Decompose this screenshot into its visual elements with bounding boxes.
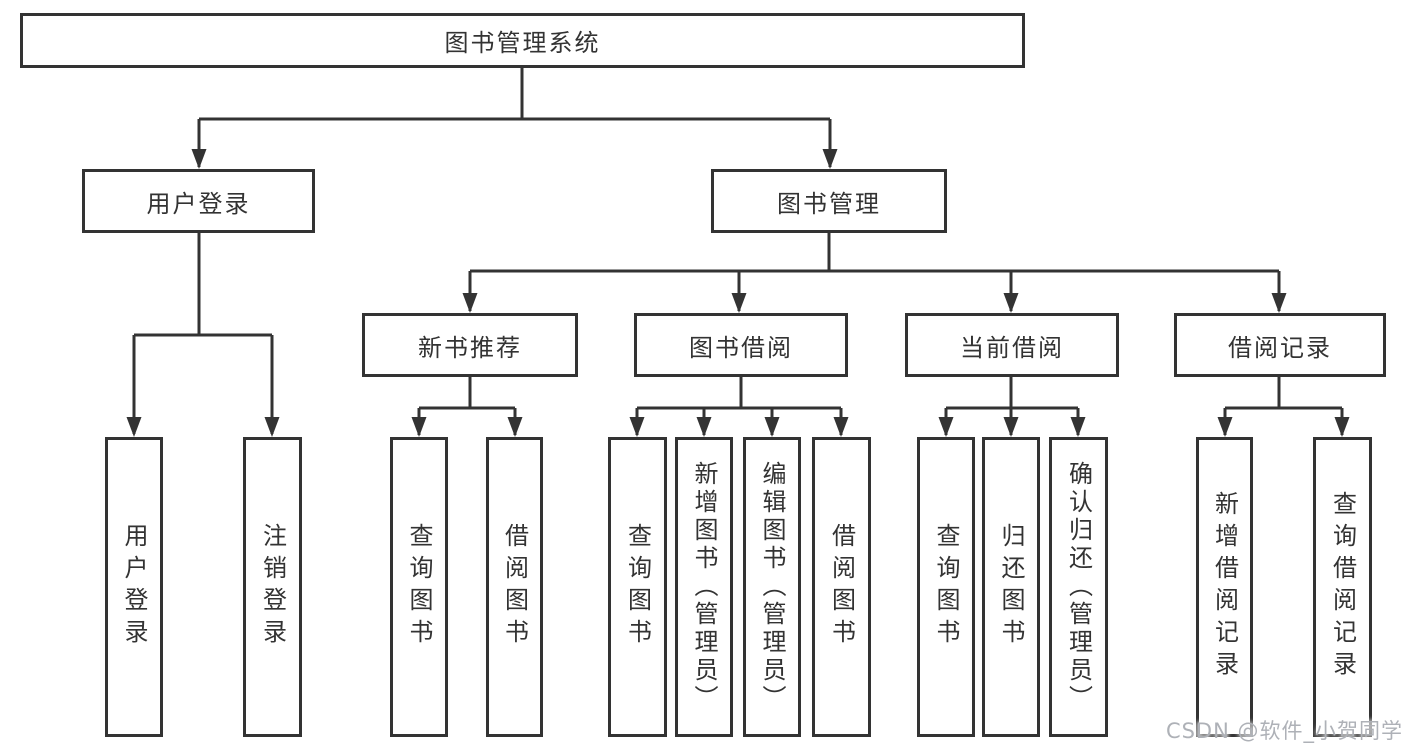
node-book-management: 图书管理	[711, 169, 947, 233]
node-label: 查询图书	[623, 523, 652, 651]
node-cb-return-books: 归还图书	[982, 437, 1040, 737]
node-bb-borrow-books: 借阅图书	[812, 437, 871, 737]
node-nb-query-books: 查询图书	[390, 437, 448, 737]
node-nb-borrow-books: 借阅图书	[486, 437, 543, 737]
node-label: 确认归还（管理员）	[1064, 461, 1093, 713]
node-br-add-record: 新增借阅记录	[1196, 437, 1253, 737]
node-cb-query-books: 查询图书	[917, 437, 975, 737]
arrowhead-icon	[507, 417, 523, 437]
node-label: 查询图书	[932, 523, 960, 651]
arrowhead-icon	[833, 417, 849, 437]
node-label: 借阅图书	[827, 523, 856, 651]
node-label: 图书借阅	[689, 333, 793, 362]
node-new-book-recommend: 新书推荐	[362, 313, 578, 377]
node-logout: 注销登录	[243, 437, 302, 737]
arrowhead-icon	[822, 149, 838, 169]
node-label: 新增图书（管理员）	[690, 461, 718, 713]
node-label: 用户登录	[120, 523, 148, 651]
node-cb-confirm-return: 确认归还（管理员）	[1049, 437, 1108, 737]
arrowhead-icon	[1070, 417, 1086, 437]
node-bb-query-books: 查询图书	[608, 437, 667, 737]
node-label: 新书推荐	[418, 333, 522, 362]
node-label: 查询借阅记录	[1328, 491, 1357, 683]
node-label: 用户登录	[146, 189, 251, 218]
arrowhead-icon	[731, 293, 747, 313]
arrowhead-icon	[764, 417, 780, 437]
arrowhead-icon	[264, 417, 280, 437]
node-label: 当前借阅	[960, 333, 1064, 362]
node-current-borrow: 当前借阅	[905, 313, 1119, 377]
node-label: 借阅记录	[1228, 333, 1332, 362]
node-br-query-record: 查询借阅记录	[1313, 437, 1372, 737]
node-bb-add-books: 新增图书（管理员）	[675, 437, 733, 737]
arrowhead-icon	[411, 417, 427, 437]
arrowhead-icon	[1334, 417, 1350, 437]
arrowhead-icon	[696, 417, 712, 437]
arrowhead-icon	[1003, 293, 1019, 313]
arrowhead-icon	[1217, 417, 1233, 437]
arrowhead-icon	[629, 417, 645, 437]
watermark: CSDN @软件_小贺同学	[1165, 719, 1403, 743]
arrowhead-icon	[1003, 417, 1019, 437]
node-label: 注销登录	[258, 523, 287, 651]
node-label: 查询图书	[405, 523, 433, 651]
node-label: 归还图书	[997, 523, 1025, 651]
node-user-login: 用户登录	[82, 169, 315, 233]
node-label: 借阅图书	[500, 523, 529, 651]
node-bb-edit-books: 编辑图书（管理员）	[743, 437, 801, 737]
arrowhead-icon	[191, 149, 207, 169]
node-login-user: 用户登录	[105, 437, 163, 737]
node-label: 图书管理系统	[444, 29, 601, 57]
arrowhead-icon	[938, 417, 954, 437]
node-label: 新增借阅记录	[1210, 491, 1239, 683]
node-label: 编辑图书（管理员）	[758, 461, 786, 713]
node-label: 图书管理	[777, 189, 881, 218]
node-library-system: 图书管理系统	[20, 13, 1025, 68]
arrowhead-icon	[1271, 293, 1287, 313]
arrowheads	[126, 149, 1350, 437]
arrowhead-icon	[126, 417, 142, 437]
node-borrow-records: 借阅记录	[1174, 313, 1386, 377]
node-book-borrow: 图书借阅	[634, 313, 848, 377]
arrowhead-icon	[462, 293, 478, 313]
